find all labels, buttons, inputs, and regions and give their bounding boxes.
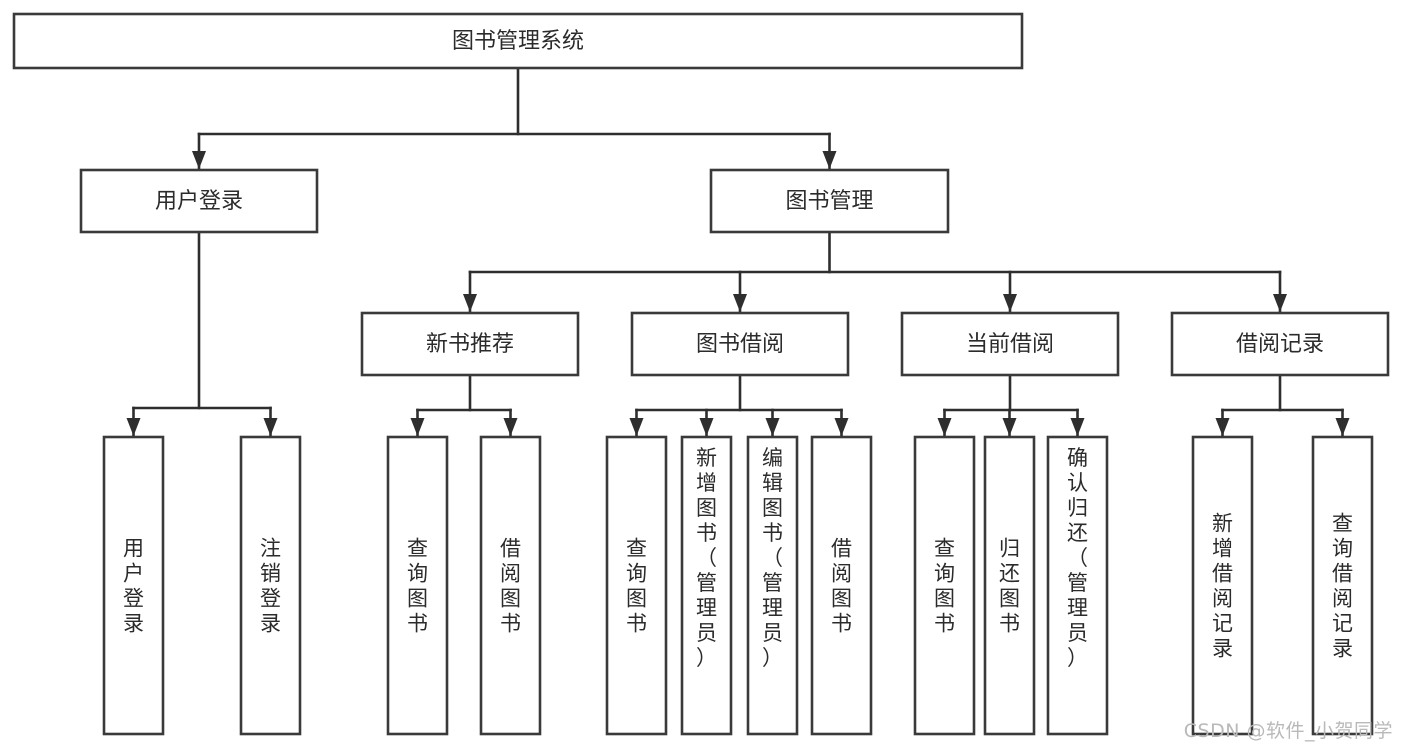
level3-node-4[interactable]: 借阅记录 xyxy=(1170,311,1390,377)
arrow-head-icon xyxy=(629,418,644,436)
leaf-node-label: 查询图书 xyxy=(626,537,647,636)
leaf-node-label: 编辑图书（管理员） xyxy=(762,446,783,670)
leaf-node-box[interactable] xyxy=(810,435,873,736)
arrow-head-icon xyxy=(410,418,425,436)
leaf-node-2[interactable]: 注销登录 xyxy=(239,435,302,736)
leaf-node-box[interactable] xyxy=(680,435,733,736)
level3-node-1[interactable]: 新书推荐 xyxy=(360,311,580,377)
leaf-node-6[interactable]: 新增图书（管理员） xyxy=(680,435,733,736)
leaf-node-11[interactable]: 确认归还（管理员） xyxy=(1046,435,1109,736)
leaf-node-box[interactable] xyxy=(605,435,668,736)
leaf-node-label: 确认归还（管理员） xyxy=(1067,446,1088,670)
leaf-node-label: 注销登录 xyxy=(260,537,281,636)
connector-lines-layer xyxy=(126,66,1350,437)
leaf-node-7[interactable]: 编辑图书（管理员） xyxy=(746,435,799,736)
level3-node-label: 图书借阅 xyxy=(696,332,784,357)
leaf-node-9[interactable]: 查询图书 xyxy=(913,435,976,736)
arrow-head-icon xyxy=(1002,418,1017,436)
root-node-1[interactable]: 图书管理系统 xyxy=(12,12,1024,70)
leaf-node-box[interactable] xyxy=(913,435,976,736)
leaf-node-label: 新增图书（管理员） xyxy=(696,446,717,670)
leaf-node-box[interactable] xyxy=(746,435,799,736)
leaf-node-label: 新增借阅记录 xyxy=(1212,512,1233,661)
arrow-head-icon xyxy=(699,418,714,436)
arrow-head-icon xyxy=(1335,418,1350,436)
leaf-node-12[interactable]: 新增借阅记录 xyxy=(1191,435,1254,736)
node-boxes-layer: 图书管理系统用户登录图书管理新书推荐图书借阅当前借阅借阅记录用户登录注销登录查询… xyxy=(12,12,1390,736)
leaf-node-10[interactable]: 归还图书 xyxy=(983,435,1036,736)
leaf-node-5[interactable]: 查询图书 xyxy=(605,435,668,736)
level3-node-box[interactable] xyxy=(360,311,580,377)
level2-node-label: 图书管理 xyxy=(785,189,873,214)
leaf-node-8[interactable]: 借阅图书 xyxy=(810,435,873,736)
arrow-head-icon xyxy=(503,418,518,436)
root-node-box[interactable] xyxy=(12,12,1024,70)
level3-node-box[interactable] xyxy=(900,311,1120,377)
level3-node-label: 新书推荐 xyxy=(426,332,514,357)
arrow-head-icon xyxy=(1070,418,1085,436)
arrow-head-icon xyxy=(1273,294,1287,312)
level3-node-label: 借阅记录 xyxy=(1236,332,1324,357)
arrow-head-icon xyxy=(1003,294,1017,312)
level2-node-2[interactable]: 图书管理 xyxy=(709,168,950,234)
level3-node-box[interactable] xyxy=(630,311,850,377)
level3-node-2[interactable]: 图书借阅 xyxy=(630,311,850,377)
leaf-node-13[interactable]: 查询借阅记录 xyxy=(1311,435,1374,736)
leaf-node-box[interactable] xyxy=(1311,435,1374,736)
leaf-node-4[interactable]: 借阅图书 xyxy=(479,435,542,736)
arrow-head-icon xyxy=(765,418,780,436)
leaf-node-label: 查询图书 xyxy=(934,537,955,636)
level2-node-box[interactable] xyxy=(79,168,319,234)
leaf-node-box[interactable] xyxy=(386,435,449,736)
leaf-node-box[interactable] xyxy=(239,435,302,736)
arrow-head-icon xyxy=(1215,418,1230,436)
leaf-node-label: 查询图书 xyxy=(407,537,428,636)
root-node-label: 图书管理系统 xyxy=(452,29,584,54)
leaf-node-box[interactable] xyxy=(1046,435,1109,736)
arrow-head-icon xyxy=(126,418,141,436)
level3-node-label: 当前借阅 xyxy=(966,332,1054,357)
arrow-head-icon xyxy=(192,151,206,169)
leaf-node-box[interactable] xyxy=(1191,435,1254,736)
leaf-node-label: 归还图书 xyxy=(999,537,1020,636)
arrow-head-icon xyxy=(937,418,952,436)
arrow-head-icon xyxy=(822,151,837,169)
leaf-node-label: 用户登录 xyxy=(123,537,144,636)
arrow-head-icon xyxy=(463,294,477,312)
level2-node-1[interactable]: 用户登录 xyxy=(79,168,319,234)
level2-node-label: 用户登录 xyxy=(155,189,243,214)
leaf-node-1[interactable]: 用户登录 xyxy=(102,435,165,736)
arrow-head-icon xyxy=(733,294,747,312)
leaf-node-3[interactable]: 查询图书 xyxy=(386,435,449,736)
arrow-head-icon xyxy=(834,418,849,436)
level3-node-box[interactable] xyxy=(1170,311,1390,377)
arrow-head-icon xyxy=(263,418,278,436)
leaf-node-box[interactable] xyxy=(479,435,542,736)
leaf-node-box[interactable] xyxy=(102,435,165,736)
leaf-node-label: 借阅图书 xyxy=(500,537,521,636)
level3-node-3[interactable]: 当前借阅 xyxy=(900,311,1120,377)
leaf-node-box[interactable] xyxy=(983,435,1036,736)
leaf-node-label: 借阅图书 xyxy=(831,537,852,636)
level2-node-box[interactable] xyxy=(709,168,950,234)
leaf-node-label: 查询借阅记录 xyxy=(1332,512,1353,661)
